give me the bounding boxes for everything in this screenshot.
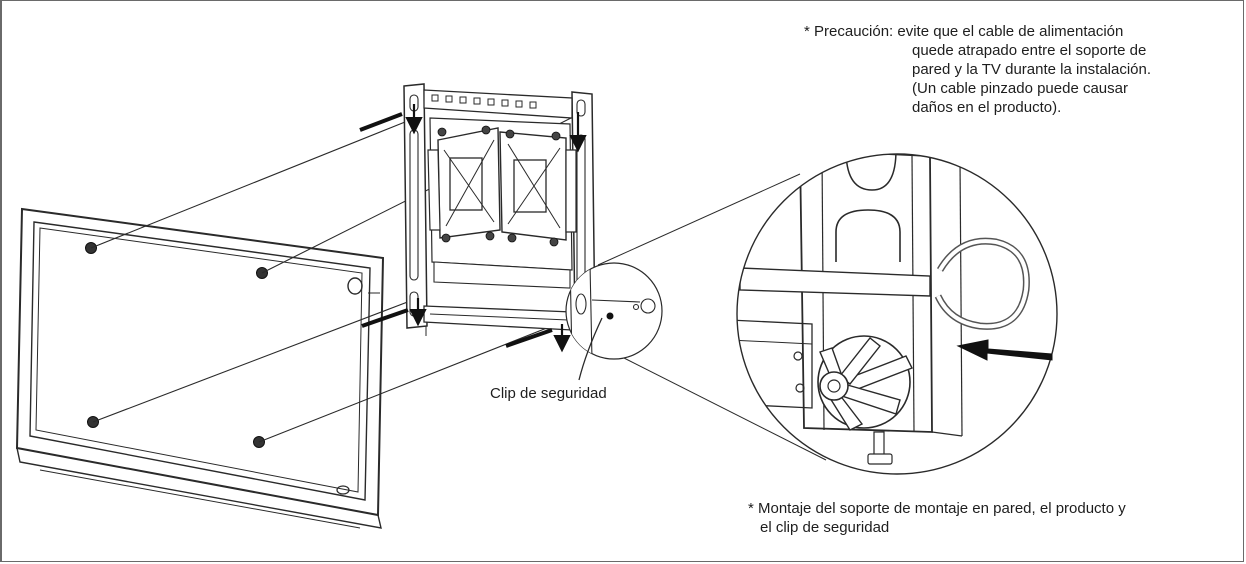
wall-mount-bracket bbox=[403, 83, 596, 340]
assembly-line-1: * Montaje del soporte de montaje en pare… bbox=[748, 500, 1126, 517]
caution-line-1: * Precaución: evite que el cable de alim… bbox=[804, 23, 1124, 40]
caution-line-5: daños en el producto). bbox=[912, 99, 1062, 116]
safety-clip-leader bbox=[578, 317, 603, 381]
insert-direction-arrow bbox=[956, 339, 1053, 361]
arrow-bottom-left-thick bbox=[361, 308, 409, 328]
assembly-note: * Montaje del soporte de montaje en pare… bbox=[748, 499, 1126, 537]
tv-foot-bump bbox=[336, 485, 350, 495]
tv-bezel-bottom bbox=[16, 447, 382, 529]
tv-power-port bbox=[347, 277, 363, 295]
caution-line-4: (Un cable pinzado puede causar bbox=[912, 80, 1128, 97]
magnification-lines bbox=[597, 173, 827, 461]
safety-clip-label: Clip de seguridad bbox=[490, 385, 607, 402]
tv-back-panel bbox=[15, 207, 385, 529]
caution-line-3: pared y la TV durante la instalación. bbox=[912, 61, 1152, 78]
bracket-bottom-bar bbox=[423, 305, 573, 331]
safety-clip-pointer-dot bbox=[606, 312, 614, 320]
caution-note: * Precaución: evite que el cable de alim… bbox=[804, 22, 1151, 117]
assembly-line-2: el clip de seguridad bbox=[760, 519, 890, 536]
caution-line-2: quede atrapado entre el soporte de bbox=[912, 42, 1147, 59]
detail-circle-small bbox=[565, 262, 663, 381]
tv-inner-frame bbox=[29, 221, 371, 501]
detail-circle-zoom bbox=[736, 153, 1058, 475]
tv-screen-edge bbox=[35, 227, 363, 493]
mounting-arrows bbox=[359, 104, 587, 353]
arrow-top-left-thick bbox=[359, 112, 403, 132]
tv-screws bbox=[85, 242, 268, 448]
arrow-bottom-right-thick bbox=[505, 328, 553, 348]
